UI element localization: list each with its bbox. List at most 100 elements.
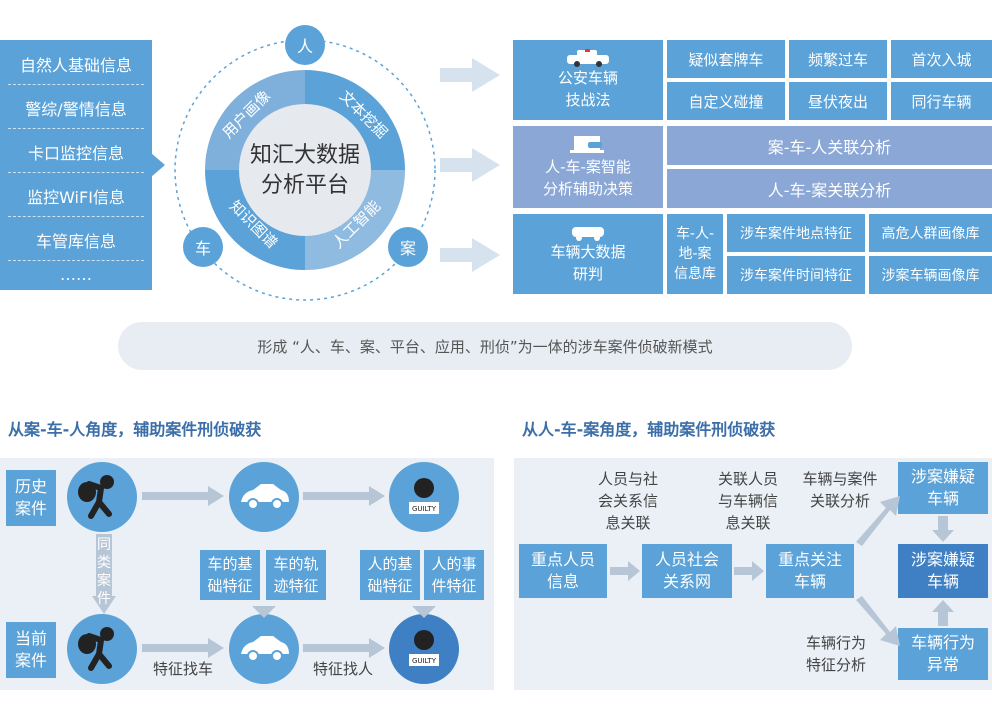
summary-banner: 形成 “人、车、案、平台、应用、刑侦”为一体的涉车案件侦破新模式 bbox=[118, 322, 852, 370]
label-char: 同 bbox=[97, 537, 111, 553]
arrow-right-icon bbox=[440, 148, 500, 182]
tactic-cell: 昼伏夜出 bbox=[789, 82, 887, 120]
source-arrow-icon bbox=[151, 153, 165, 177]
center-disc bbox=[239, 104, 371, 236]
panel-title-2: 技战法 bbox=[565, 91, 611, 109]
label-line: 人的事 bbox=[431, 555, 477, 573]
divider bbox=[8, 216, 144, 217]
note-line: 关联人员 bbox=[717, 470, 778, 488]
segment-text-mining bbox=[305, 70, 405, 170]
panel-decision-support: 人-车-案智能 分析辅助决策 bbox=[513, 126, 663, 208]
segment-user-portrait bbox=[205, 70, 305, 170]
focus-vehicle-box: 重点关注 车辆 bbox=[766, 544, 854, 598]
note-line: 息关联 bbox=[605, 514, 651, 532]
police-car-icon bbox=[567, 49, 609, 67]
social-network-box: 人员社会 关系网 bbox=[642, 544, 732, 598]
find-person-label: 特征找人 bbox=[312, 660, 373, 678]
research-cell: 涉案车辆画像库 bbox=[869, 256, 992, 294]
label-line: 件特征 bbox=[431, 577, 477, 595]
abnormal-behavior-box: 车辆行为 异常 bbox=[898, 628, 988, 680]
find-car-label: 特征找车 bbox=[152, 660, 213, 678]
arrow-right-icon bbox=[610, 561, 640, 581]
car-icon bbox=[229, 462, 299, 532]
label-char: 类 bbox=[97, 555, 111, 571]
label-line: 车的基 bbox=[207, 555, 253, 573]
label-line: 车辆 bbox=[926, 489, 959, 508]
center-text-1: 知汇大数据 bbox=[250, 143, 360, 168]
arrow-up-icon bbox=[932, 600, 954, 626]
label-line: 重点关注 bbox=[777, 550, 842, 569]
info-base-line: 信息库 bbox=[674, 266, 716, 282]
label-char: 件 bbox=[97, 591, 111, 607]
arrow-down-icon bbox=[92, 534, 116, 614]
orbit-ring bbox=[174, 39, 436, 301]
behavior-analysis-note: 车辆行为 特征分析 bbox=[788, 632, 884, 676]
relation-note: 人员与社 会关系信 息关联 bbox=[588, 468, 668, 534]
suspect-vehicle-result-box: 涉案嫌疑 车辆 bbox=[898, 544, 988, 598]
node-car: 车 bbox=[183, 227, 223, 267]
data-source-panel: 自然人基础信息 警综/警情信息 卡口监控信息 监控WiFI信息 车管库信息 …… bbox=[0, 40, 152, 290]
node-case: 案 bbox=[388, 227, 428, 267]
label-line: 信息 bbox=[546, 572, 579, 591]
research-cell: 高危人群画像库 bbox=[869, 214, 992, 252]
center-text-2: 分析平台 bbox=[261, 173, 349, 198]
source-item: 卡口监控信息 bbox=[27, 144, 124, 163]
left-section-title: 从案-车-人角度，辅助案件刑侦破获 bbox=[8, 420, 262, 439]
label-line: 历史 bbox=[14, 477, 47, 496]
arrow-up-right-icon bbox=[856, 496, 900, 546]
arrow-right-icon bbox=[303, 486, 385, 506]
label-line: 人的基 bbox=[367, 555, 413, 573]
note-line: 关联分析 bbox=[809, 492, 870, 510]
decision-cell: 人-车-案关联分析 bbox=[667, 169, 992, 208]
laptop-car-icon bbox=[570, 136, 604, 153]
arrow-right-icon bbox=[142, 638, 224, 658]
arrow-down-right-icon bbox=[856, 596, 900, 646]
panel-title-1: 公安车辆 bbox=[557, 69, 618, 87]
guilty-person-icon: GUILTY bbox=[389, 614, 459, 684]
person-event-feature: 人的事 件特征 bbox=[424, 550, 484, 600]
label-line: 车的轨 bbox=[273, 555, 319, 573]
label-line: 车辆行为 bbox=[910, 633, 975, 652]
tactic-cell: 频繁过车 bbox=[789, 40, 887, 78]
note-line: 会关系信 bbox=[597, 492, 658, 510]
guilty-text: GUILTY bbox=[412, 657, 437, 665]
source-item: …… bbox=[60, 264, 92, 284]
note-line: 车辆与案件 bbox=[802, 470, 878, 488]
research-cell: 涉车案件地点特征 bbox=[727, 214, 865, 252]
label-line: 迹特征 bbox=[273, 577, 319, 595]
label-line: 关系网 bbox=[662, 572, 711, 591]
label-line: 人员社会 bbox=[654, 550, 719, 569]
info-base-line: 地-案 bbox=[678, 246, 712, 262]
relation-note: 关联人员 与车辆信 息关联 bbox=[708, 468, 788, 534]
node-person: 人 bbox=[285, 25, 325, 65]
label-line: 案件 bbox=[14, 651, 47, 670]
guilty-text: GUILTY bbox=[412, 505, 437, 513]
history-case-label: 历史 案件 bbox=[6, 470, 56, 526]
research-cell: 涉车案件时间特征 bbox=[727, 256, 865, 294]
note-line: 息关联 bbox=[725, 514, 771, 532]
divider bbox=[8, 260, 144, 261]
arrow-right-icon bbox=[734, 561, 764, 581]
source-item: 监控WiFI信息 bbox=[27, 188, 125, 207]
suspect-running-icon bbox=[67, 614, 137, 684]
arrow-down-icon bbox=[932, 516, 954, 542]
label-line: 车辆 bbox=[926, 572, 959, 591]
label-line: 异常 bbox=[926, 655, 959, 674]
car-track-feature: 车的轨 迹特征 bbox=[266, 550, 326, 600]
guilty-person-icon: GUILTY bbox=[389, 462, 459, 532]
label-line: 涉案嫌疑 bbox=[910, 550, 975, 569]
label-line: 案件 bbox=[14, 499, 47, 518]
info-base-line: 车-人- bbox=[675, 226, 715, 242]
same-case-label: 同 类 案 件 bbox=[94, 536, 114, 608]
arrow-down-icon bbox=[412, 606, 436, 618]
tactic-cell: 同行车辆 bbox=[891, 82, 992, 120]
label-line: 础特征 bbox=[367, 577, 413, 595]
panel-title-2: 分析辅助决策 bbox=[542, 180, 633, 198]
relation-note: 车辆与案件 关联分析 bbox=[790, 468, 890, 512]
tactic-cell: 自定义碰撞 bbox=[667, 82, 785, 120]
arrow-right-icon bbox=[303, 638, 385, 658]
suspect-running-icon bbox=[67, 462, 137, 532]
divider bbox=[8, 84, 144, 85]
arrow-down-icon bbox=[252, 606, 276, 618]
arrow-right-icon bbox=[440, 58, 500, 92]
